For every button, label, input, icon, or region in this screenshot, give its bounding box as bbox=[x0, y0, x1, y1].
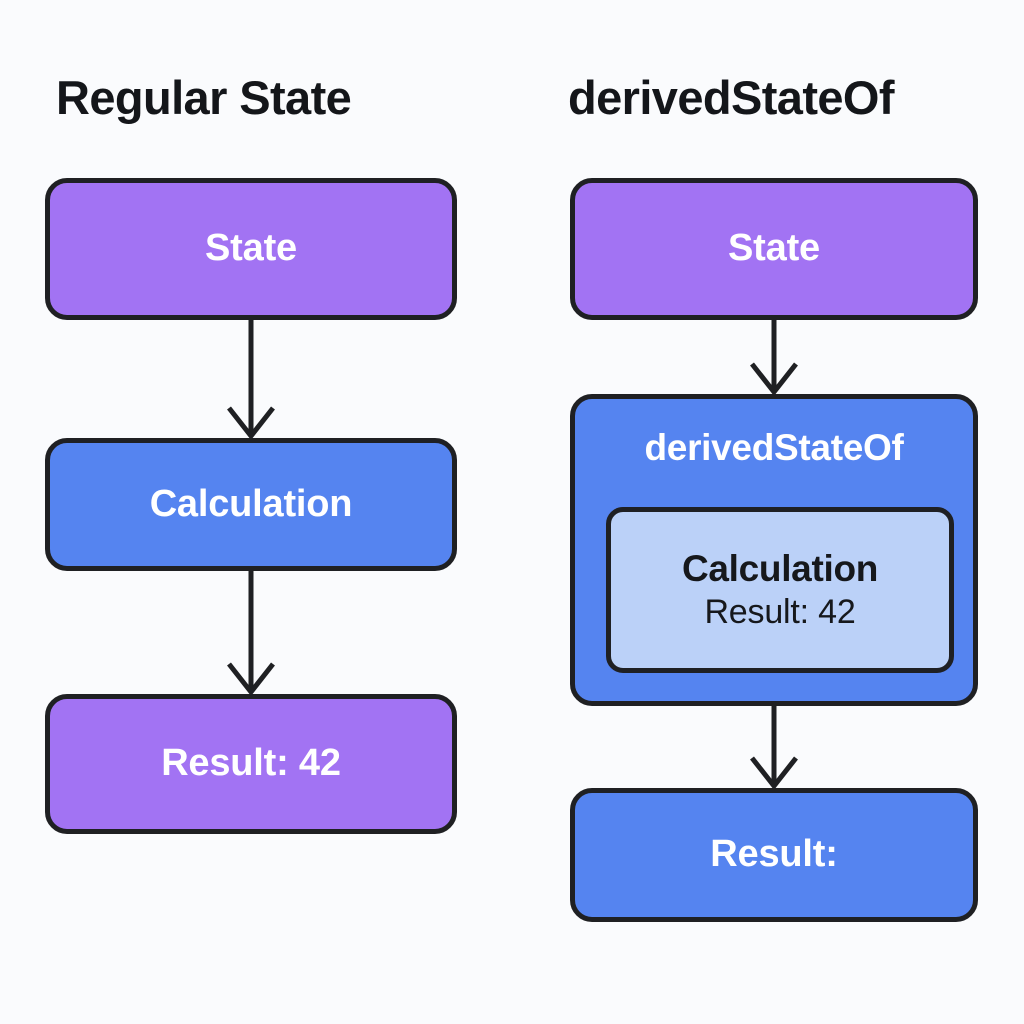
node-right-derived-state-of[interactable]: derivedStateOf Calculation Result: 42 bbox=[570, 394, 978, 706]
arrow-right-derived-to-result bbox=[750, 706, 798, 791]
node-right-result[interactable]: Result: bbox=[570, 788, 978, 922]
node-left-result[interactable]: Result: 42 bbox=[45, 694, 457, 834]
node-left-calculation[interactable]: Calculation bbox=[45, 438, 457, 571]
node-left-calculation-label: Calculation bbox=[149, 482, 353, 525]
arrow-left-state-to-calculation bbox=[227, 320, 275, 441]
arrow-left-calculation-to-result bbox=[227, 571, 275, 697]
node-left-state[interactable]: State bbox=[45, 178, 457, 320]
column-title-derived-state-of: derivedStateOf bbox=[568, 71, 895, 124]
node-right-inner-result-label: Result: 42 bbox=[704, 592, 856, 631]
column-title-regular-state: Regular State bbox=[56, 71, 352, 124]
node-right-inner-calculation-label: Calculation bbox=[681, 547, 879, 589]
node-right-result-label: Result: bbox=[710, 833, 838, 876]
node-left-result-label: Result: 42 bbox=[161, 742, 341, 785]
node-left-state-label: State bbox=[205, 227, 297, 270]
arrow-right-state-to-derived bbox=[750, 320, 798, 397]
node-right-state-label: State bbox=[728, 227, 820, 270]
node-right-derived-state-of-label: derivedStateOf bbox=[644, 427, 904, 468]
node-right-inner-calculation-box[interactable]: Calculation Result: 42 bbox=[606, 507, 954, 673]
node-right-state[interactable]: State bbox=[570, 178, 978, 320]
